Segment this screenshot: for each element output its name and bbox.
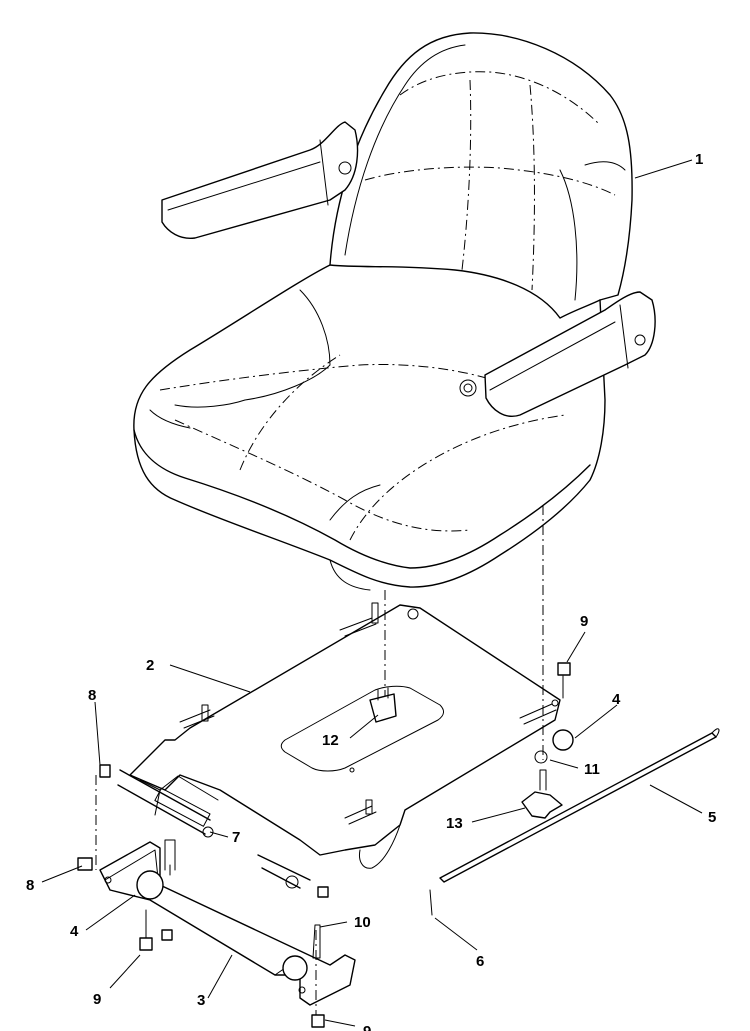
seat-assembly bbox=[133, 32, 656, 591]
callout-2: 2 bbox=[146, 657, 154, 674]
callout-9b: 9 bbox=[93, 991, 101, 1008]
seat-rod bbox=[439, 732, 717, 883]
seat-switch bbox=[369, 693, 397, 723]
callout-9a: 9 bbox=[580, 613, 588, 630]
seat-mounting-plate bbox=[129, 602, 561, 869]
callout-6: 6 bbox=[476, 953, 484, 970]
right-armrest bbox=[484, 291, 656, 417]
callout-5: 5 bbox=[708, 809, 716, 826]
callout-10: 10 bbox=[354, 914, 371, 931]
callout-7: 7 bbox=[232, 829, 240, 846]
callout-13: 13 bbox=[446, 815, 463, 832]
knob bbox=[521, 791, 563, 819]
hinge-hardware bbox=[99, 764, 329, 898]
callout-4b: 4 bbox=[70, 923, 79, 940]
callout-3: 3 bbox=[197, 992, 205, 1009]
seat-cushion bbox=[133, 264, 606, 588]
left-armrest bbox=[161, 121, 359, 239]
callout-12: 12 bbox=[322, 732, 339, 749]
plate-center-opening bbox=[280, 685, 444, 772]
callout-11: 11 bbox=[584, 761, 600, 778]
callout-8a: 8 bbox=[88, 687, 96, 704]
seat-backrest bbox=[329, 32, 633, 319]
callout-1: 1 bbox=[695, 151, 703, 168]
callout-4a: 4 bbox=[612, 691, 621, 708]
seat-bracket bbox=[77, 662, 574, 1028]
rod-and-knob bbox=[429, 728, 720, 916]
callout-8b: 8 bbox=[26, 877, 34, 894]
leader-lines bbox=[41, 159, 703, 1027]
callout-9c: 9 bbox=[363, 1023, 371, 1031]
callout-labels: 1 2 3 4 4 5 6 7 8 8 9 9 9 10 11 12 13 bbox=[26, 151, 716, 1031]
